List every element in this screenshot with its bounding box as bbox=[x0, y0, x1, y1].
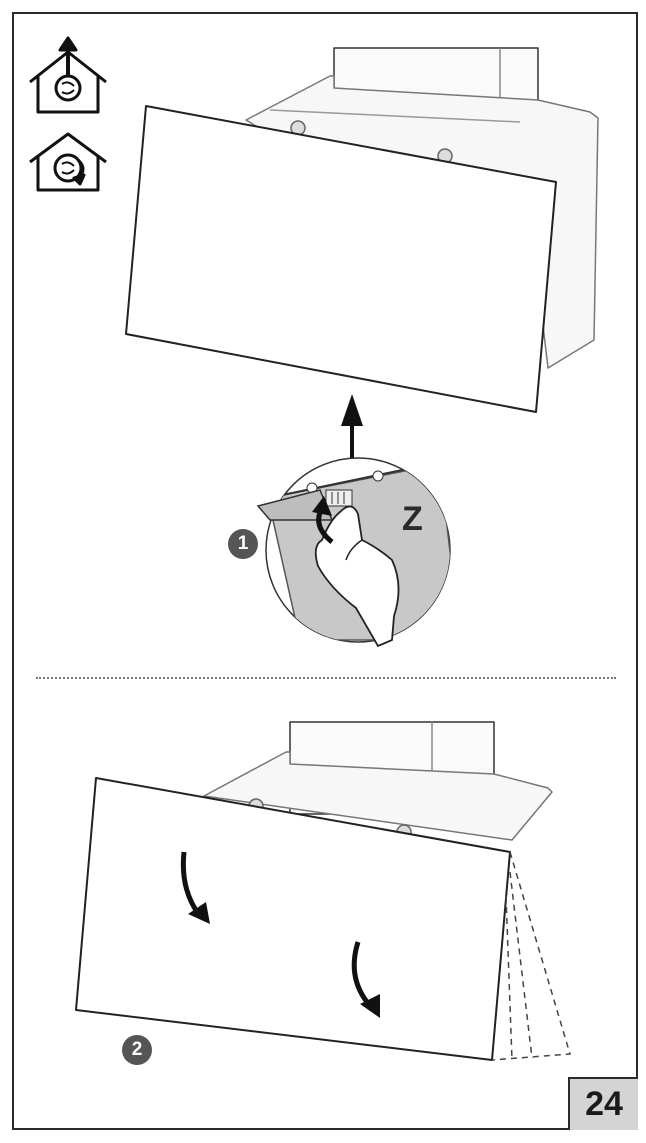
page-frame bbox=[12, 12, 638, 1130]
page-number: 24 bbox=[568, 1077, 638, 1130]
step-badge-1: 1 bbox=[228, 529, 258, 559]
detail-label-z: Z bbox=[402, 500, 423, 538]
step-badge-2: 2 bbox=[122, 1035, 152, 1065]
section-separator bbox=[36, 677, 616, 679]
